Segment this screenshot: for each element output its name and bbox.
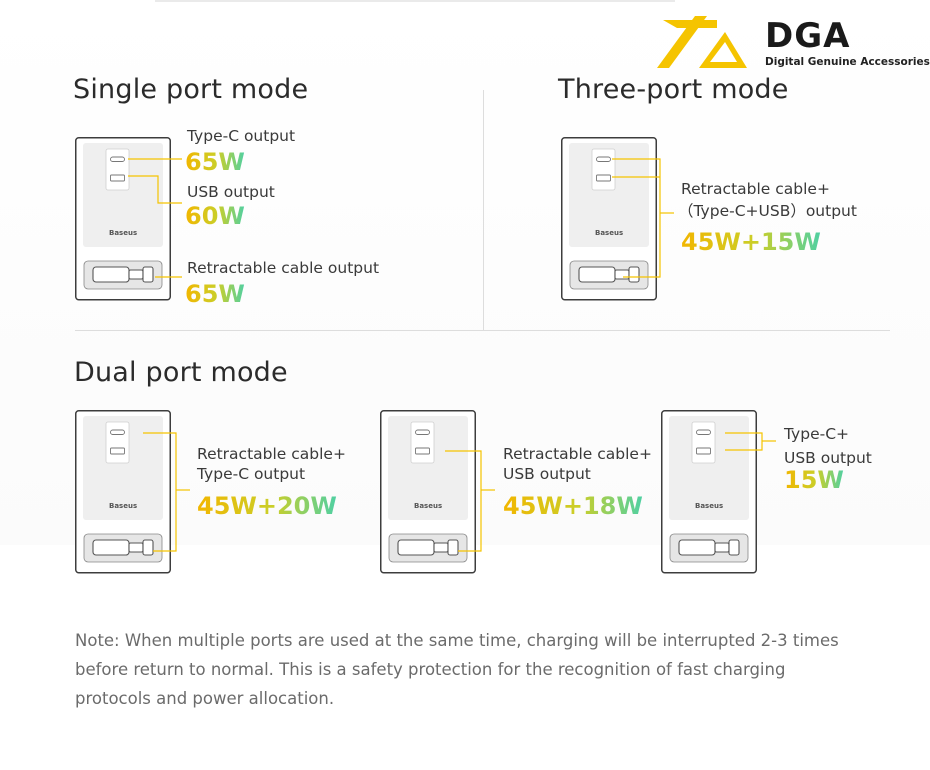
charger-brand-label: Baseus (109, 229, 138, 237)
dual-c-watt: 15W (784, 466, 844, 494)
cable-output-label: Retractable cable output (187, 259, 380, 277)
dual-mode-title: Dual port mode (74, 357, 288, 388)
three-callout-lines (612, 158, 674, 278)
charger-brand-label: Baseus (695, 502, 724, 510)
charger-brand-label: Baseus (595, 229, 624, 237)
logo-subtitle: Digital Genuine Accessories (765, 56, 930, 68)
charger-illustration (380, 410, 476, 574)
typec-output-label: Type-C output (187, 127, 296, 145)
charger-brand-label: Baseus (414, 502, 443, 510)
note-line-3: protocols and power allocation. (75, 689, 335, 708)
dual-a-callout-lines (143, 432, 190, 552)
dual-c-line1: Type-C+ (784, 425, 850, 443)
charger-brand-label: Baseus (109, 502, 138, 510)
single-callout-lines (128, 158, 182, 204)
charger-illustration (561, 137, 657, 301)
dga-logo: DGA Digital Genuine Accessories (655, 14, 930, 74)
dual-b-callout-lines (445, 450, 495, 552)
charger-illustration (661, 410, 757, 574)
note-line-2: before return to normal. This is a safet… (75, 660, 786, 679)
dual-b-line2: USB output (503, 465, 591, 483)
dual-b-line1: Retractable cable+ (503, 445, 652, 463)
note-line-1: Note: When multiple ports are used at th… (75, 631, 839, 650)
dual-c-line2: USB output (784, 449, 872, 467)
safety-note: Note: When multiple ports are used at th… (75, 626, 895, 713)
three-label-line1: Retractable cable+ (681, 180, 830, 198)
vertical-divider (483, 90, 484, 330)
dga-mark-icon (657, 16, 747, 68)
three-watt: 45W+15W (681, 228, 821, 256)
horizontal-divider (75, 330, 890, 331)
charger-illustration (75, 410, 171, 574)
three-label-line2: （Type-C+USB）output (678, 202, 857, 220)
dual-a-watt: 45W+20W (197, 492, 337, 520)
logo-text: DGA (765, 16, 851, 56)
single-mode-title: Single port mode (73, 74, 309, 105)
charger-illustration (75, 137, 171, 301)
usb-output-label: USB output (187, 183, 275, 201)
dual-a-line1: Retractable cable+ (197, 445, 346, 463)
usb-output-watt: 60W (185, 202, 245, 230)
dual-a-line2: Type-C output (197, 465, 306, 483)
three-mode-title: Three-port mode (558, 74, 789, 105)
single-cable-callout-line (155, 276, 182, 278)
typec-output-watt: 65W (185, 148, 245, 176)
top-edge-line (155, 0, 675, 2)
dual-b-watt: 45W+18W (503, 492, 643, 520)
cable-output-watt: 65W (185, 280, 245, 308)
dual-c-callout-lines (725, 432, 776, 451)
